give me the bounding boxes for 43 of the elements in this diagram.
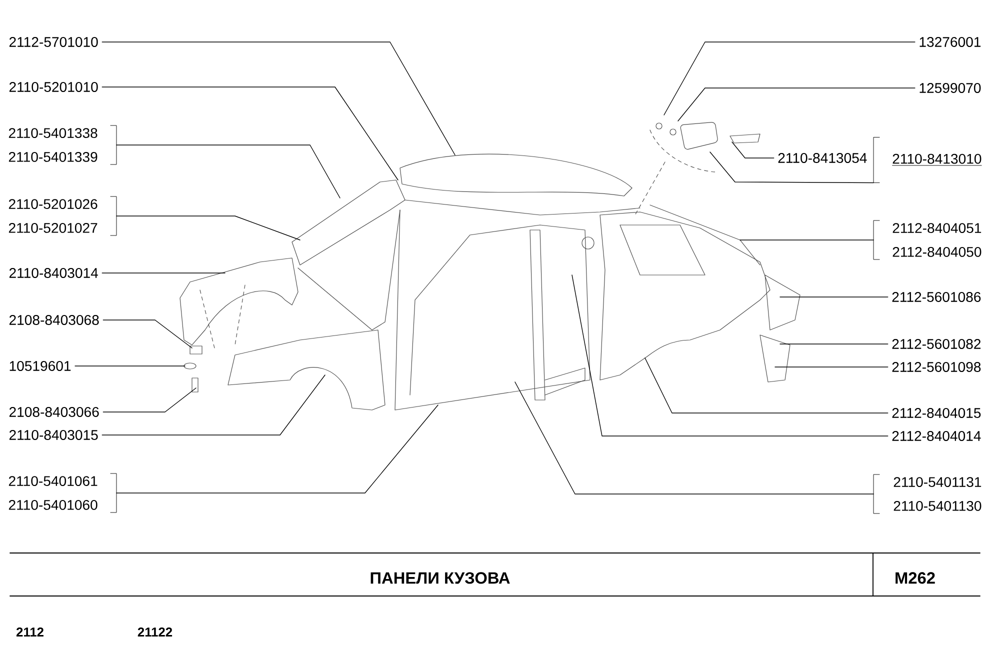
part-number: 13276001	[920, 37, 981, 47]
bracketed-part-number: 2110-8413010	[873, 137, 982, 183]
part-number: 2108-8403066	[9, 407, 99, 417]
leader-line	[102, 320, 192, 348]
leader-line	[116, 216, 300, 240]
leader-line	[732, 142, 774, 158]
part-number: 2108-8403068	[9, 315, 99, 325]
part-number: 2110-8413054	[778, 153, 867, 163]
sheet-code: M262	[896, 572, 935, 584]
part-number: 2112-5601086	[892, 292, 981, 302]
part-number: 12599070	[920, 83, 981, 93]
part-number: 2112-5701010	[9, 37, 98, 47]
leader-line	[678, 88, 916, 122]
part-number: 2110-5201010	[9, 82, 98, 92]
bracketed-part-number: 2110-5401338 2110-5401339	[8, 125, 117, 165]
leader-line	[102, 86, 398, 180]
leader-line	[102, 272, 226, 274]
part-number: 2112-8404015	[892, 408, 981, 418]
part-number: 2112-5601098	[892, 362, 981, 372]
model-number: 21122	[138, 628, 172, 636]
bracketed-part-number: 2110-5201026 2110-5201027	[8, 196, 117, 236]
bracketed-part-number: 2112-8404051 2112-8404050	[873, 220, 982, 260]
leader-line	[572, 274, 888, 436]
leader-line	[710, 152, 874, 184]
leader-line	[774, 366, 888, 368]
part-number: 2110-8403014	[9, 268, 98, 278]
leader-line	[780, 296, 888, 298]
leader-line	[116, 404, 438, 494]
part-number: 2112-8404014	[892, 431, 981, 441]
leader-line	[514, 382, 874, 494]
bracketed-part-number: 2110-5401061 2110-5401060	[8, 473, 117, 513]
leader-line	[102, 374, 326, 436]
leader-line	[102, 388, 196, 412]
leader-line	[116, 144, 340, 198]
leader-line	[102, 42, 456, 156]
part-number: 2110-8403015	[9, 430, 98, 440]
bracketed-part-number: 2110-5401131 2110-5401130	[873, 474, 982, 514]
leader-line	[664, 42, 916, 116]
title: ПАНЕЛИ КУЗОВА	[370, 572, 510, 584]
model-number: 2112	[16, 628, 44, 636]
part-number: 10519601	[10, 361, 71, 371]
leader-line	[644, 358, 888, 414]
part-number: 2112-5601082	[892, 339, 981, 349]
